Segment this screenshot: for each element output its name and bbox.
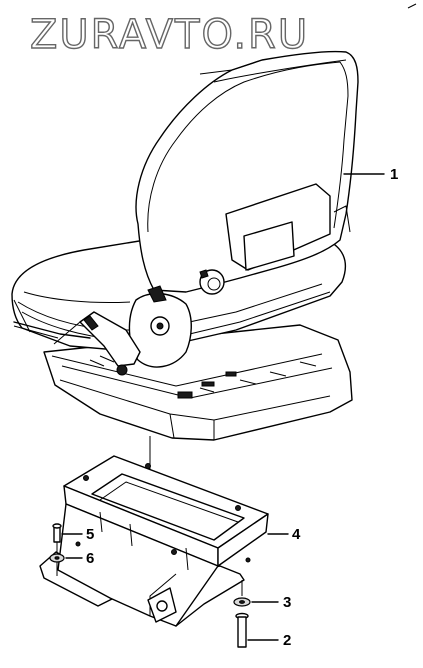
washer-large <box>233 597 251 607</box>
backrest-trim <box>147 61 349 233</box>
screw <box>52 523 62 543</box>
frame-side-wall <box>217 513 269 567</box>
callout-label-4: 4 <box>292 526 301 543</box>
suspension-bellows <box>89 355 317 393</box>
callout-label-2: 2 <box>283 632 291 649</box>
callout-2: 2 <box>247 632 291 649</box>
backrest-pocket <box>243 221 295 271</box>
callout-label-3: 3 <box>283 594 291 611</box>
frame-bolt-hole <box>156 600 168 612</box>
watermark-tick <box>407 3 417 9</box>
callout-5: 5 <box>61 526 94 543</box>
bolt <box>235 612 249 648</box>
callout-6: 6 <box>65 550 94 567</box>
callout-label-6: 6 <box>86 550 94 567</box>
seat-base-frame <box>39 455 269 627</box>
frame-opening <box>91 473 245 541</box>
callout-3: 3 <box>251 594 291 611</box>
base-slot <box>177 391 193 399</box>
callout-label-5: 5 <box>86 526 94 543</box>
callout-1: 1 <box>343 166 398 183</box>
callout-4: 4 <box>267 526 301 543</box>
slide-rail <box>13 321 91 339</box>
callout-label-1: 1 <box>390 166 398 183</box>
watermark: ZURAVTO.RU <box>30 12 309 58</box>
washer-small <box>49 553 65 563</box>
seat <box>11 50 359 441</box>
